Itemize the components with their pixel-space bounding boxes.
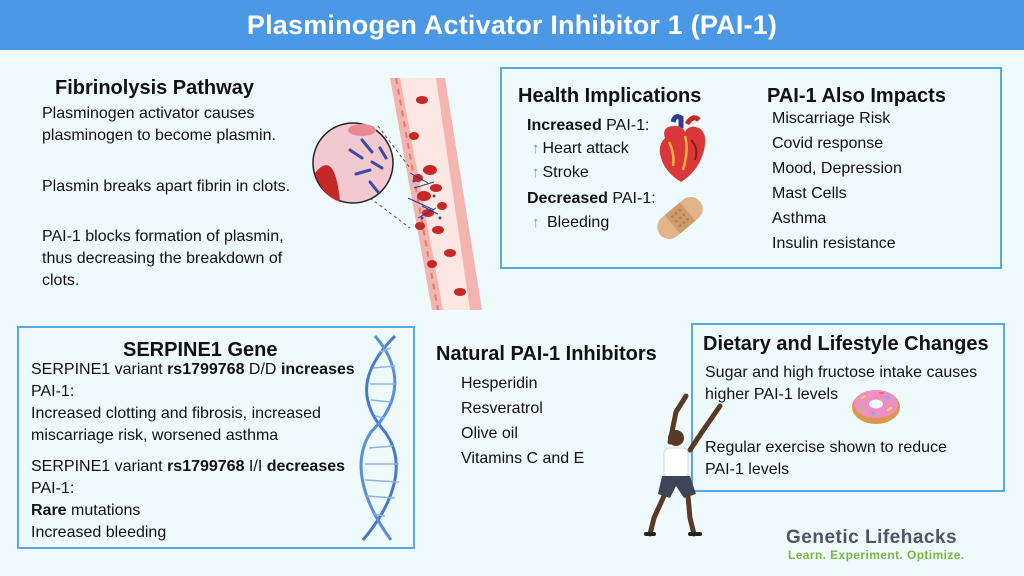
variant-ii-effect: decreases — [266, 458, 346, 475]
exercise-figure-icon — [644, 393, 723, 537]
stroke-item: ↑Stroke — [532, 162, 589, 184]
impacts-item: Covid response — [772, 135, 884, 152]
serpine-heading: SERPINE1 Gene — [123, 339, 278, 361]
heart-attack-item: ↑Heart attack — [532, 138, 629, 160]
inhibitors-item: Resveratrol — [461, 400, 543, 417]
variant-ii-rare-word: Rare — [31, 502, 67, 519]
lifestyle-heading: Dietary and Lifestyle Changes — [703, 333, 989, 355]
heart-attack-label: Heart attack — [542, 140, 629, 157]
title-banner: Plasminogen Activator Inhibitor 1 (PAI-1… — [0, 0, 1024, 50]
impacts-heading: PAI-1 Also Impacts — [767, 85, 946, 107]
up-arrow-icon: ↑ — [532, 140, 540, 157]
variant-dd-tail: PAI-1: — [31, 383, 75, 400]
inhibitors-item: Vitamins C and E — [461, 450, 585, 467]
variant-ii-geno: I/I — [244, 458, 267, 475]
variant-ii-text: SERPINE1 variant rs1799768 I/I decreases… — [31, 456, 376, 544]
lifestyle-text-2: Regular exercise shown to reduce PAI-1 l… — [705, 439, 947, 478]
variant-dd-prefix: SERPINE1 variant — [31, 361, 168, 378]
variant-ii-tail: PAI-1: — [31, 480, 75, 497]
variant-dd-rs: rs1799768 — [167, 361, 245, 378]
fibrinolysis-heading: Fibrinolysis Pathway — [55, 77, 254, 99]
decreased-label: Decreased PAI-1: — [527, 188, 656, 210]
dna-icon — [359, 334, 400, 541]
up-arrow-icon: ↑ — [532, 164, 540, 181]
health-box — [500, 67, 1002, 269]
health-heading: Health Implications — [518, 85, 702, 107]
stroke-label: Stroke — [542, 164, 589, 181]
increased-word: Increased — [527, 117, 602, 134]
decreased-word: Decreased — [527, 190, 608, 207]
impacts-item: Miscarriage Risk — [772, 110, 891, 127]
bleeding-label: Bleeding — [546, 214, 610, 231]
page-title: Plasminogen Activator Inhibitor 1 (PAI-1… — [246, 9, 778, 40]
variant-dd-text: SERPINE1 variant rs1799768 D/D increases… — [31, 359, 376, 447]
bleeding-item: ↑ Bleeding — [532, 212, 609, 234]
up-arrow-icon: ↑ — [532, 214, 540, 231]
increased-label: Increased PAI-1: — [527, 115, 649, 137]
variant-ii-rare: Rare mutations — [31, 500, 376, 522]
inhibitors-item: Olive oil — [461, 425, 518, 442]
brand-tagline: Learn. Experiment. Optimize. — [788, 548, 965, 562]
decreased-suffix: PAI-1: — [607, 190, 656, 207]
donut-icon — [852, 390, 900, 424]
inhibitors-list: Hesperidin Resveratrol Olive oil Vitamin… — [461, 373, 584, 473]
serpine-box — [17, 326, 415, 549]
variant-dd-desc: Increased clotting and fibrosis, increas… — [31, 405, 321, 444]
fibrinolysis-text-3: PAI-1 blocks formation of plasmin, thus … — [42, 228, 284, 289]
inhibitors-item: Hesperidin — [461, 375, 538, 392]
variant-ii-prefix: SERPINE1 variant — [31, 458, 168, 475]
fibrinolysis-text-2: Plasmin breaks apart fibrin in clots. — [42, 178, 291, 195]
variant-ii-desc: Increased bleeding — [31, 524, 167, 541]
bandage-icon — [657, 197, 703, 239]
fibrinolysis-text-1: Plasminogen activator causes plasminogen… — [42, 105, 276, 144]
variant-dd-geno: D/D — [244, 361, 281, 378]
heart-icon — [659, 114, 706, 182]
increased-suffix: PAI-1: — [601, 117, 650, 134]
lifestyle-text-1: Sugar and high fructose intake causes hi… — [705, 364, 978, 403]
variant-ii-rs: rs1799768 — [167, 458, 245, 475]
brand-name: Genetic Lifehacks — [786, 527, 958, 548]
impacts-item: Insulin resistance — [772, 235, 896, 252]
variant-ii-rare-tail: mutations — [66, 502, 141, 519]
variant-dd-effect: increases — [280, 361, 355, 378]
impacts-item: Asthma — [772, 210, 827, 227]
impacts-item: Mast Cells — [772, 185, 847, 202]
blood-vessel-illustration — [312, 78, 482, 311]
inhibitors-heading: Natural PAI-1 Inhibitors — [436, 343, 657, 365]
lifestyle-box — [691, 323, 1005, 492]
impacts-item: Mood, Depression — [772, 160, 902, 177]
impacts-list: Miscarriage Risk Covid response Mood, De… — [772, 108, 902, 258]
